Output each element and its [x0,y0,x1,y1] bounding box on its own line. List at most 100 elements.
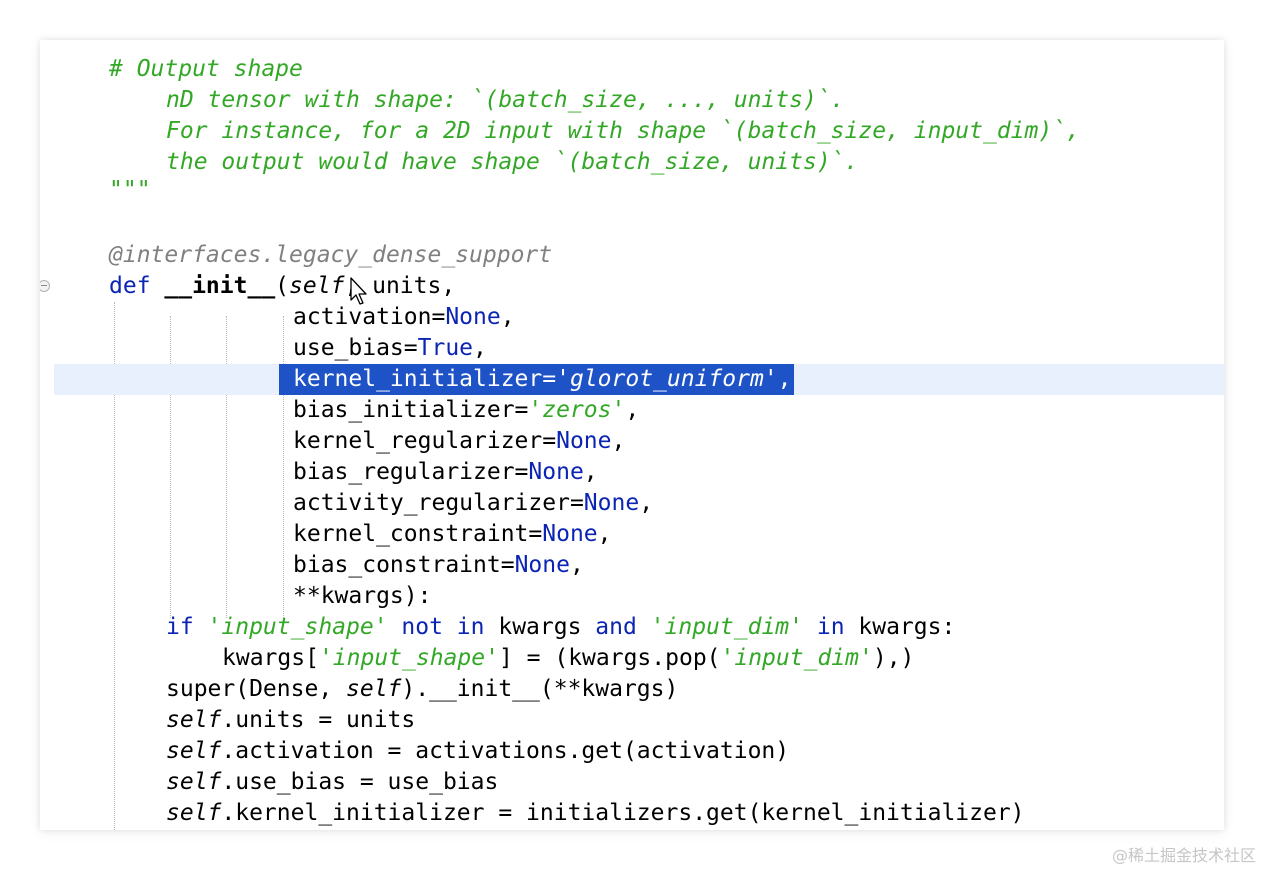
and-keyword: and [595,614,651,640]
param-value: 'glorot_uniform' [556,366,778,392]
code-fragment: .kernel_initializer = initializers.get(k… [221,800,1025,826]
fold-icon[interactable] [40,280,50,292]
code-line[interactable]: kernel_constraint=None, [40,519,1224,550]
comma: , [473,335,487,361]
comma: , [500,304,515,330]
param-name: bias_constraint= [293,552,515,578]
self-param: self [289,273,345,299]
if-statement: if 'input_shape' not in kwargs and 'inpu… [166,612,955,643]
param-line: use_bias=True, [293,333,487,364]
self-keyword: self [166,800,222,826]
param-name: use_bias= [293,335,418,361]
code-fragment: kwargs[ [222,645,319,671]
param-value: None [542,521,598,547]
code-line[interactable]: # Output shape [40,54,1224,85]
param-name: activity_regularizer= [293,490,584,516]
code-fragment: ).__init__(**kwargs) [401,676,679,702]
code-fragment: super(Dense, [166,676,347,702]
decorator-text: @interfaces.legacy_dense_support [109,242,553,268]
not-in-keyword: not in [387,614,499,640]
code-area[interactable]: # Output shape nD tensor with shape: `(b… [40,40,1224,830]
code-line[interactable]: self.activation = activations.get(activa… [40,736,1224,767]
string-literal: 'input_dim' [720,645,873,671]
param-line: bias_initializer='zeros', [293,395,639,426]
string-literal: 'input_dim' [650,614,803,640]
selected-text[interactable]: kernel_initializer='glorot_uniform', [279,364,794,395]
comma: , [639,490,654,516]
code-line[interactable]: use_bias=True, [40,333,1224,364]
code-fragment: ),) [872,645,915,671]
code-fragment: ] = (kwargs.pop( [498,645,721,671]
param-line: activation=None, [293,302,515,333]
param-value: None [528,459,584,485]
param-value: None [445,304,501,330]
param-line: kernel_constraint=None, [293,519,612,550]
code-line[interactable]: bias_constraint=None, [40,550,1224,581]
code-line[interactable]: activation=None, [40,302,1224,333]
param-name: activation= [293,304,446,330]
code-editor[interactable]: # Output shape nD tensor with shape: `(b… [40,40,1224,830]
code-line[interactable]: bias_regularizer=None, [40,457,1224,488]
param-name: kernel_regularizer= [293,428,557,454]
in-keyword: in [803,614,859,640]
self-keyword: self [166,738,222,764]
attribute-assignment: self.activation = activations.get(activa… [166,736,789,767]
def-line-text: def __init__(self, units, [109,271,455,302]
comma: , [569,552,584,578]
attribute-assignment: self.use_bias = use_bias [166,767,498,798]
comma: , [625,397,640,423]
code-line[interactable]: **kwargs): [40,581,1224,612]
docstring-text: the output would have shape `(batch_size… [166,149,859,175]
indent-guide [170,316,171,618]
param-line: kernel_regularizer=None, [293,426,625,457]
self-keyword: self [346,676,402,702]
param-name: kernel_constraint= [293,521,543,547]
code-line[interactable]: super(Dense, self).__init__(**kwargs) [40,674,1224,705]
attribute-assignment: self.units = units [166,705,415,736]
code-fragment: .use_bias = use_bias [221,769,499,795]
string-literal: 'input_shape' [207,614,388,640]
code-line[interactable]: if 'input_shape' not in kwargs and 'inpu… [40,612,1224,643]
code-line[interactable]: self.units = units [40,705,1224,736]
param-value: 'zeros' [528,397,626,423]
code-line[interactable]: kernel_regularizer=None, [40,426,1224,457]
param-name: kernel_initializer= [293,366,557,392]
code-line[interactable]: activity_regularizer=None, [40,488,1224,519]
code-fragment: .units = units [221,707,416,733]
super-call: super(Dense, self).__init__(**kwargs) [166,674,678,705]
code-line[interactable]: bias_initializer='zeros', [40,395,1224,426]
param-name: bias_regularizer= [293,459,529,485]
comment-text: # Output shape [109,56,303,82]
param-value: None [514,552,570,578]
param-name: bias_initializer= [293,397,529,423]
code-line[interactable]: kwargs['input_shape'] = (kwargs.pop('inp… [40,643,1224,674]
param-line: activity_regularizer=None, [293,488,653,519]
code-line[interactable]: def __init__(self, units, [40,271,1224,302]
param-value: None [556,428,612,454]
code-line[interactable]: the output would have shape `(batch_size… [40,147,1224,178]
code-line[interactable]: self.kernel_initializer = initializers.g… [40,798,1224,829]
function-name: __init__ [164,273,276,299]
code-line[interactable]: nD tensor with shape: `(batch_size, ...,… [40,85,1224,116]
param-value: True [417,335,474,361]
self-keyword: self [166,707,222,733]
assignment-statement: kwargs['input_shape'] = (kwargs.pop('inp… [222,643,914,674]
indent-guide [283,316,284,618]
if-keyword: if [166,614,208,640]
def-keyword: def [109,273,165,299]
param-line: bias_regularizer=None, [293,457,598,488]
string-literal: 'input_shape' [318,645,499,671]
kwargs-param: **kwargs): [293,583,432,609]
code-line[interactable]: """ [40,175,1224,206]
code-line[interactable]: For instance, for a 2D input with shape … [40,116,1224,147]
param-value: None [583,490,640,516]
mouse-cursor-icon [350,277,367,305]
docstring-text: For instance, for a 2D input with shape … [166,118,1080,144]
code-line[interactable]: @interfaces.legacy_dense_support [40,240,1224,271]
comma: , [583,459,598,485]
indent-guide [226,316,227,618]
code-line[interactable]: self.use_bias = use_bias [40,767,1224,798]
current-line-highlight[interactable]: kernel_initializer='glorot_uniform', [54,364,1224,395]
comma: , [597,521,612,547]
